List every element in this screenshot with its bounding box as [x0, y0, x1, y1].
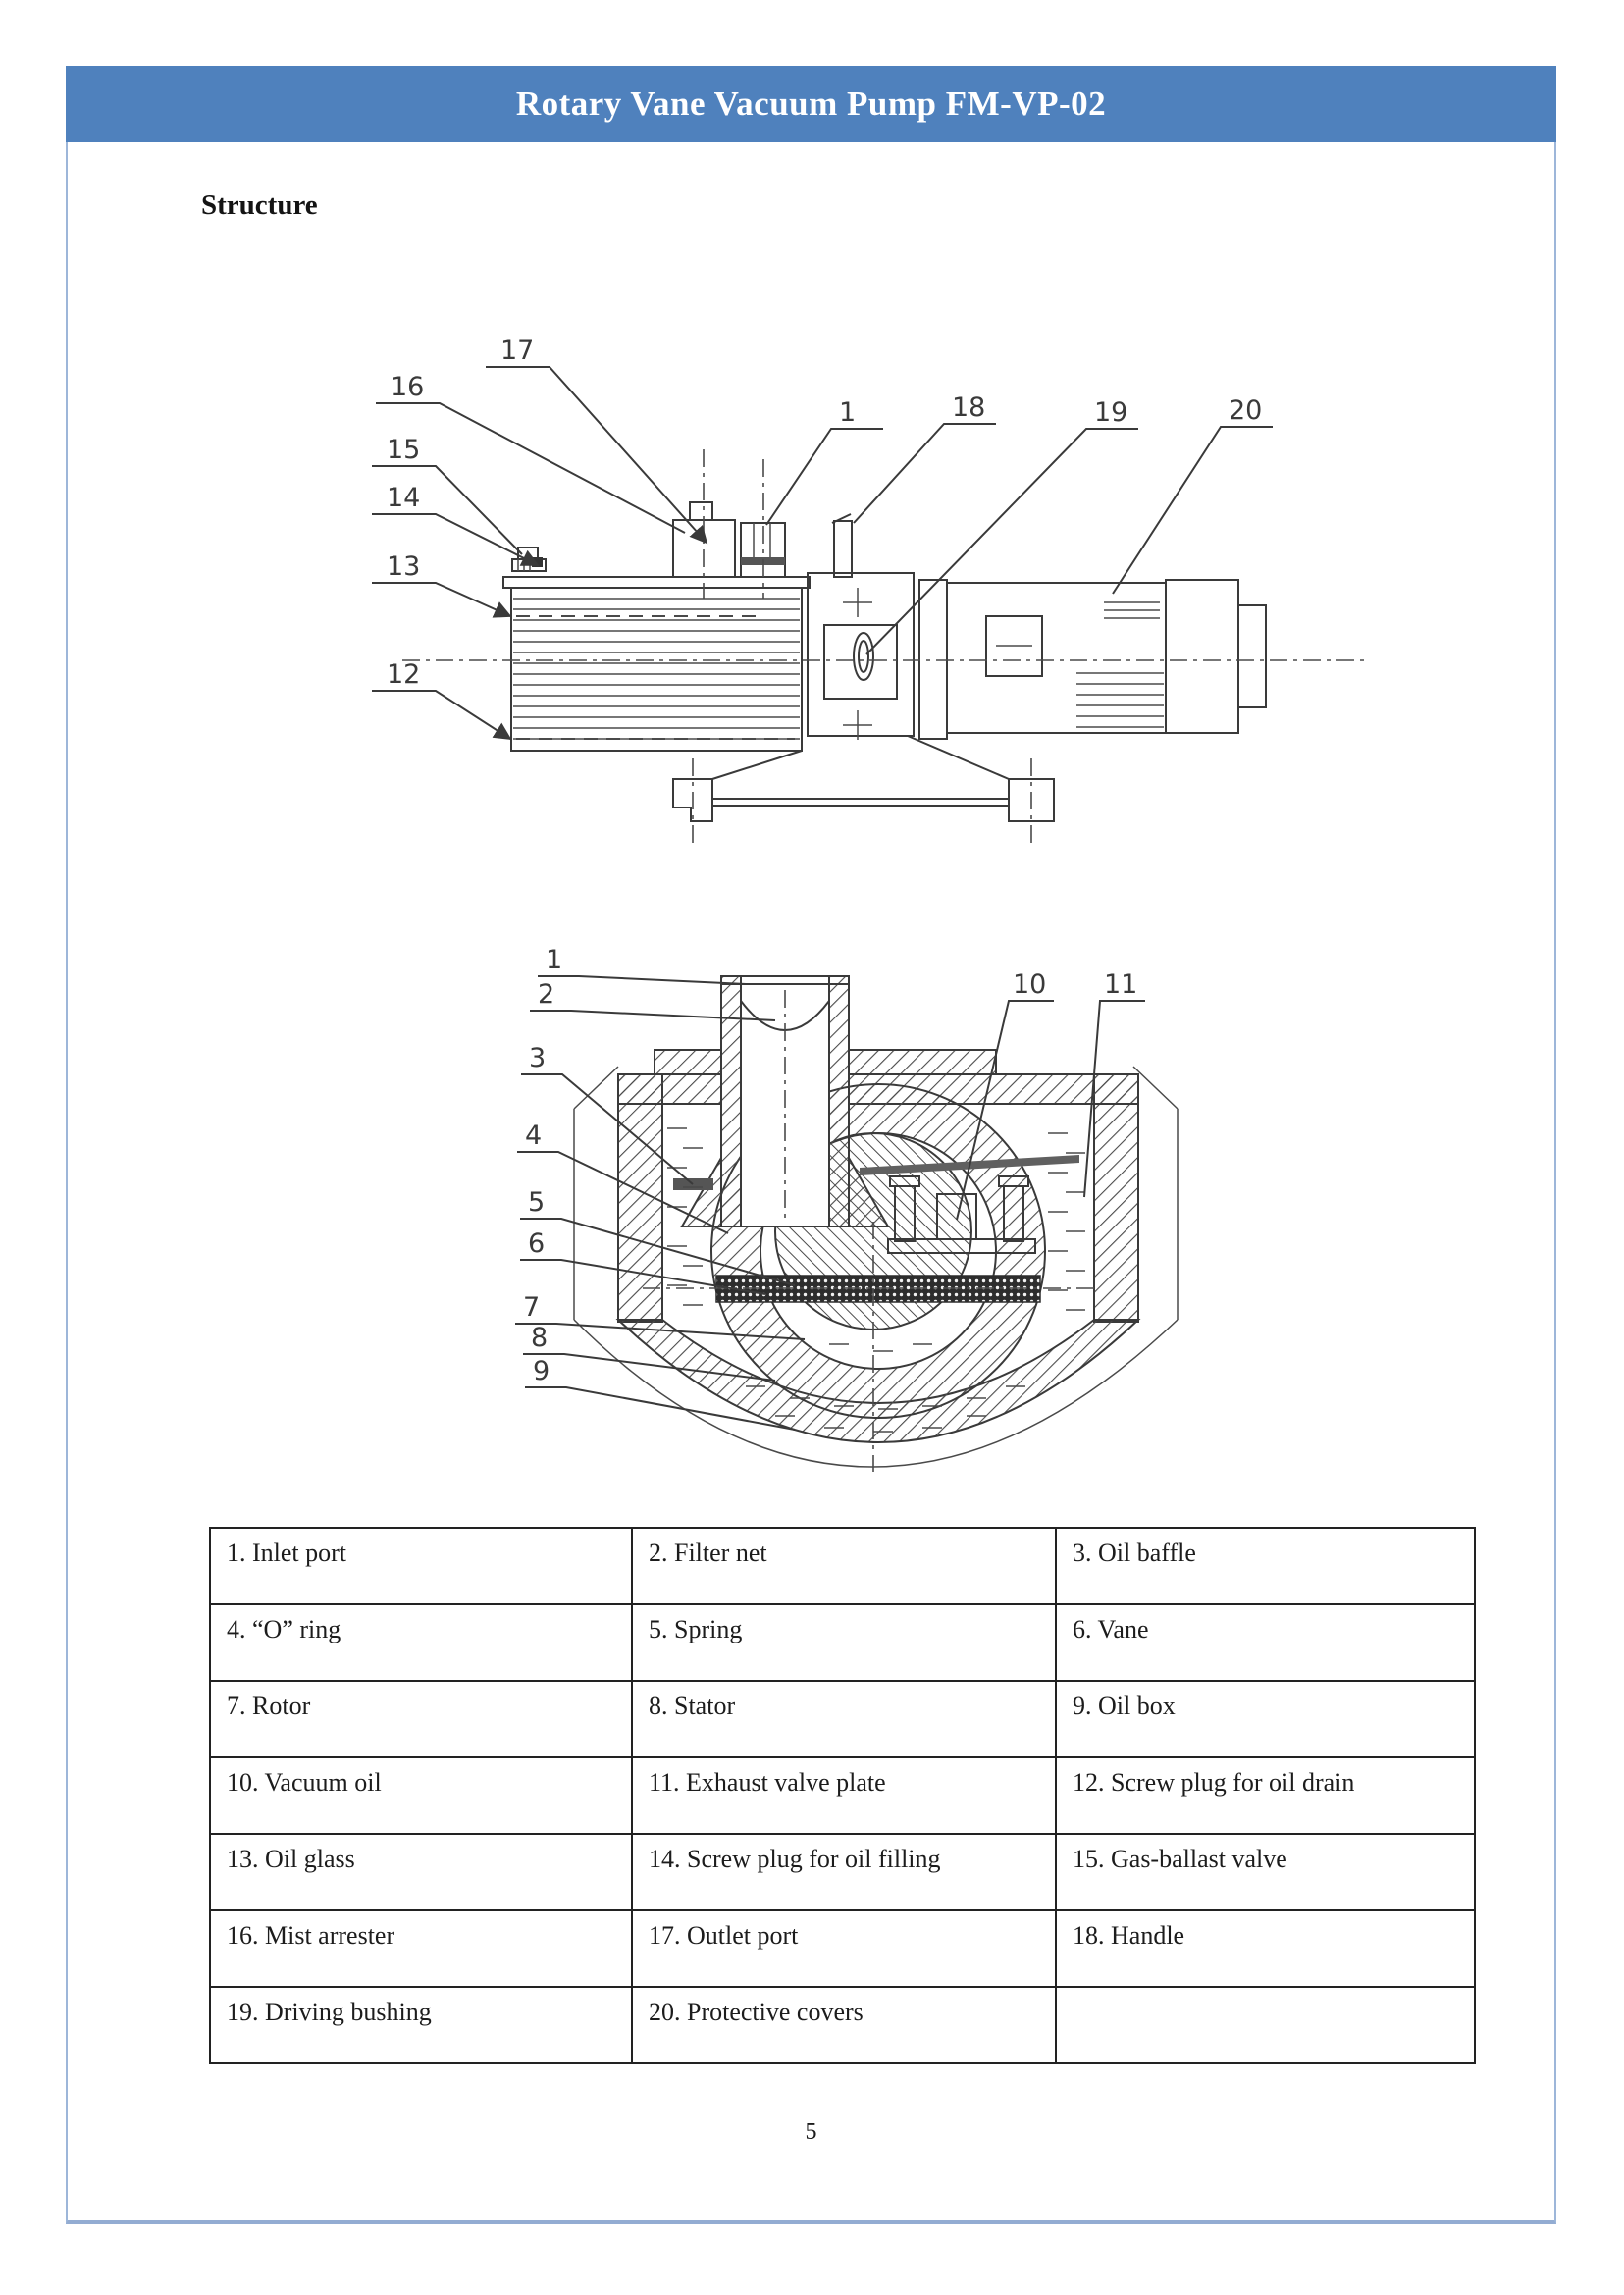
callout-label-16: 16 — [391, 372, 424, 402]
table-cell: 12. Screw plug for oil drain — [1055, 1756, 1476, 1835]
pump-side-view-diagram: 17 16 15 14 13 12 1 18 19 20 — [265, 312, 1393, 881]
title-bar: Rotary Vane Vacuum Pump FM-VP-02 — [66, 66, 1556, 142]
callout-leader-16 — [376, 402, 686, 534]
callout-leader-15 — [372, 465, 523, 555]
oil-baffle-part — [673, 1178, 713, 1190]
callout-label-15: 15 — [387, 435, 420, 465]
protective-cover-part — [1165, 579, 1267, 734]
table-cell: 16. Mist arrester — [209, 1909, 633, 1988]
section-heading: Structure — [201, 189, 318, 221]
table-cell: 1. Inlet port — [209, 1527, 633, 1605]
oil-box-casing-wall — [615, 1049, 1141, 1443]
table-cell: 4. “O” ring — [209, 1603, 633, 1682]
callout-leader-4 — [517, 1151, 729, 1234]
vacuum-oil-level-dashes — [667, 1127, 1085, 1433]
callout-label-5: 5 — [528, 1187, 545, 1218]
table-cell: 19. Driving bushing — [209, 1986, 633, 2064]
callout-leader-5 — [520, 1218, 796, 1286]
inlet-port-part — [740, 459, 786, 599]
callout-label-20: 20 — [1229, 395, 1262, 426]
center-lines — [643, 1222, 1099, 1472]
callout-label-8: 8 — [531, 1323, 548, 1353]
callout-label-14: 14 — [387, 483, 420, 513]
driving-bushing-part — [853, 632, 874, 681]
pump-oil-box-body — [502, 576, 811, 752]
table-cell: 8. Stator — [631, 1680, 1057, 1758]
callout-label-7: 7 — [523, 1292, 540, 1323]
callout-leader-13 — [372, 582, 512, 618]
callout-label-1: 1 — [546, 945, 562, 975]
cross-section-callouts: 1 2 3 4 5 6 789 10 11 — [515, 945, 1145, 1431]
callout-label-11: 11 — [1104, 969, 1137, 1000]
oil-box-outer-outline — [573, 1066, 1179, 1468]
callout-label-17: 17 — [500, 336, 534, 366]
table-cell: 3. Oil baffle — [1055, 1527, 1476, 1605]
pump-base — [672, 735, 1055, 844]
callout-label-6: 6 — [528, 1228, 545, 1259]
callout-leader-10 — [956, 1000, 1054, 1221]
table-cell: 5. Spring — [631, 1603, 1057, 1682]
bearing-bracket-block — [807, 572, 915, 740]
pump-cross-section-diagram: 1 2 3 4 5 6 789 10 11 — [451, 927, 1236, 1477]
table-cell — [1055, 1986, 1476, 2064]
callout-leader-7 — [515, 1323, 806, 1340]
callout-label-18: 18 — [952, 392, 985, 423]
table-cell: 18. Handle — [1055, 1909, 1476, 1988]
callout-label-4: 4 — [525, 1121, 542, 1151]
callout-label-10: 10 — [1013, 969, 1046, 1000]
document-title: Rotary Vane Vacuum Pump FM-VP-02 — [515, 84, 1107, 123]
table-cell: 20. Protective covers — [631, 1986, 1057, 2064]
table-cell: 17. Outlet port — [631, 1909, 1057, 1988]
callout-leader-19 — [865, 428, 1138, 655]
callout-label-19: 19 — [1094, 397, 1127, 428]
callout-leader-11 — [1083, 1000, 1145, 1198]
callout-label-2: 2 — [538, 979, 554, 1010]
handle-part — [831, 513, 853, 578]
motor-body — [918, 579, 1167, 740]
callout-leader-1 — [538, 975, 747, 985]
page-number: 5 — [805, 2119, 817, 2145]
inlet-tube — [680, 975, 890, 1227]
callout-leader-18 — [853, 423, 996, 524]
callout-label-3: 3 — [529, 1043, 546, 1073]
table-cell: 15. Gas-ballast valve — [1055, 1833, 1476, 1911]
pump-body-fin-lines — [513, 598, 800, 740]
table-cell: 11. Exhaust valve plate — [631, 1756, 1057, 1835]
callout-leader-2 — [530, 1010, 776, 1021]
callout-leader-3 — [521, 1073, 694, 1185]
callout-label-1: 1 — [839, 397, 856, 428]
table-cell: 9. Oil box — [1055, 1680, 1476, 1758]
callout-label-12: 12 — [387, 659, 420, 690]
side-view-callouts: 17 16 15 14 13 12 1 18 19 20 — [372, 336, 1273, 740]
callout-leader-17 — [486, 366, 708, 545]
table-cell: 2. Filter net — [631, 1527, 1057, 1605]
motor-cooling-fins — [1076, 601, 1164, 728]
callout-label-9: 9 — [533, 1356, 550, 1386]
callout-leader-1 — [765, 428, 883, 526]
table-cell: 10. Vacuum oil — [209, 1756, 633, 1835]
table-cell: 13. Oil glass — [209, 1833, 633, 1911]
table-cell: 14. Screw plug for oil filling — [631, 1833, 1057, 1911]
table-cell: 7. Rotor — [209, 1680, 633, 1758]
table-cell: 6. Vane — [1055, 1603, 1476, 1682]
callout-leader-20 — [1112, 426, 1273, 595]
mist-arrester-part — [672, 449, 736, 599]
callout-leader-14 — [372, 513, 540, 566]
callout-label-13: 13 — [387, 551, 420, 582]
callout-leader-6 — [520, 1259, 766, 1295]
gas-ballast-valve-part — [511, 547, 547, 572]
callout-leader-8 — [523, 1353, 776, 1382]
callout-leader-9 — [525, 1386, 796, 1431]
callout-leader-12 — [372, 690, 512, 740]
